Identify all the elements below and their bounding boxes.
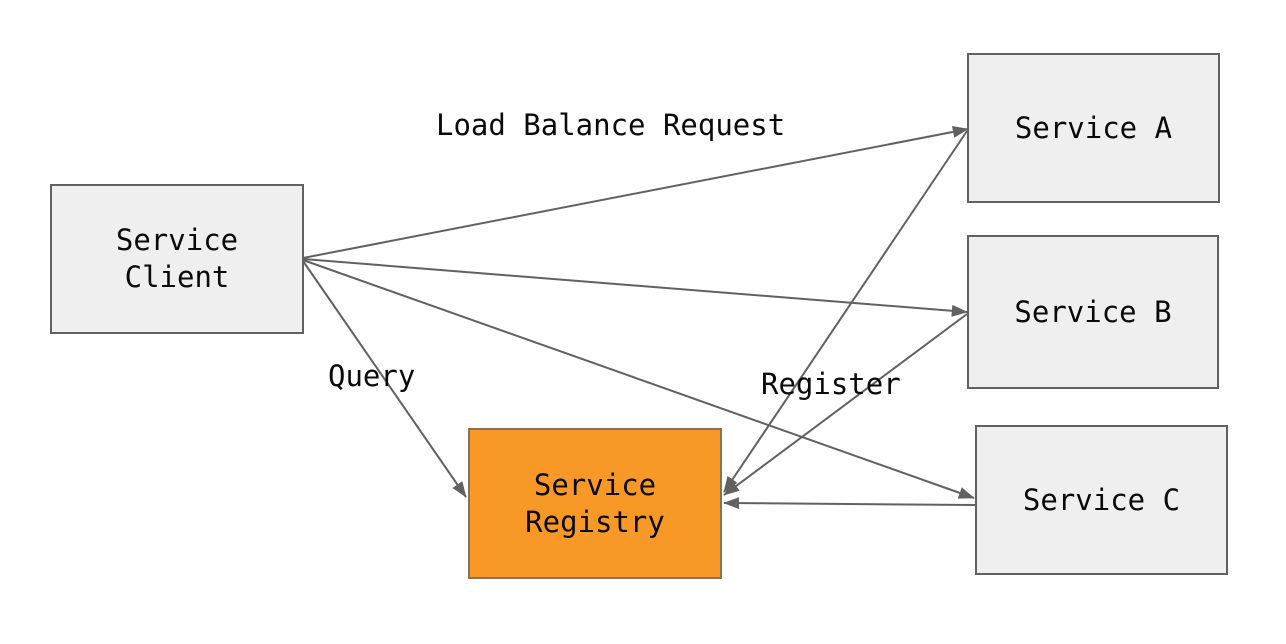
- edge-client-to-service-c: [302, 259, 975, 499]
- node-service-client: Service Client: [50, 184, 304, 334]
- edge-service-b-to-registry-register: [723, 313, 968, 496]
- node-label-line: Service C: [1022, 482, 1181, 517]
- node-label-line: Service A: [1014, 110, 1173, 145]
- node-label-line: Service: [533, 467, 657, 502]
- edge-client-to-registry-query: [302, 260, 467, 498]
- node-label-line: Registry: [525, 504, 665, 539]
- edge-label-register: Register: [761, 367, 901, 401]
- node-service-c: Service C: [975, 425, 1228, 575]
- node-service-registry: Service Registry: [468, 428, 722, 579]
- edge-label-query: Query: [328, 359, 416, 393]
- node-label-line: Service B: [1014, 294, 1172, 329]
- edge-label-load-balance-request: Load Balance Request: [436, 108, 786, 142]
- node-label-line: Service: [115, 223, 239, 257]
- edge-client-to-service-a: [302, 126, 969, 259]
- node-service-a: Service A: [967, 53, 1220, 203]
- node-service-b: Service B: [967, 235, 1219, 389]
- edge-service-c-to-registry-register: [723, 497, 976, 510]
- edge-client-to-service-b: [302, 258, 968, 317]
- edge-service-a-to-registry-register: [723, 130, 968, 493]
- node-label-line: Client: [124, 260, 230, 294]
